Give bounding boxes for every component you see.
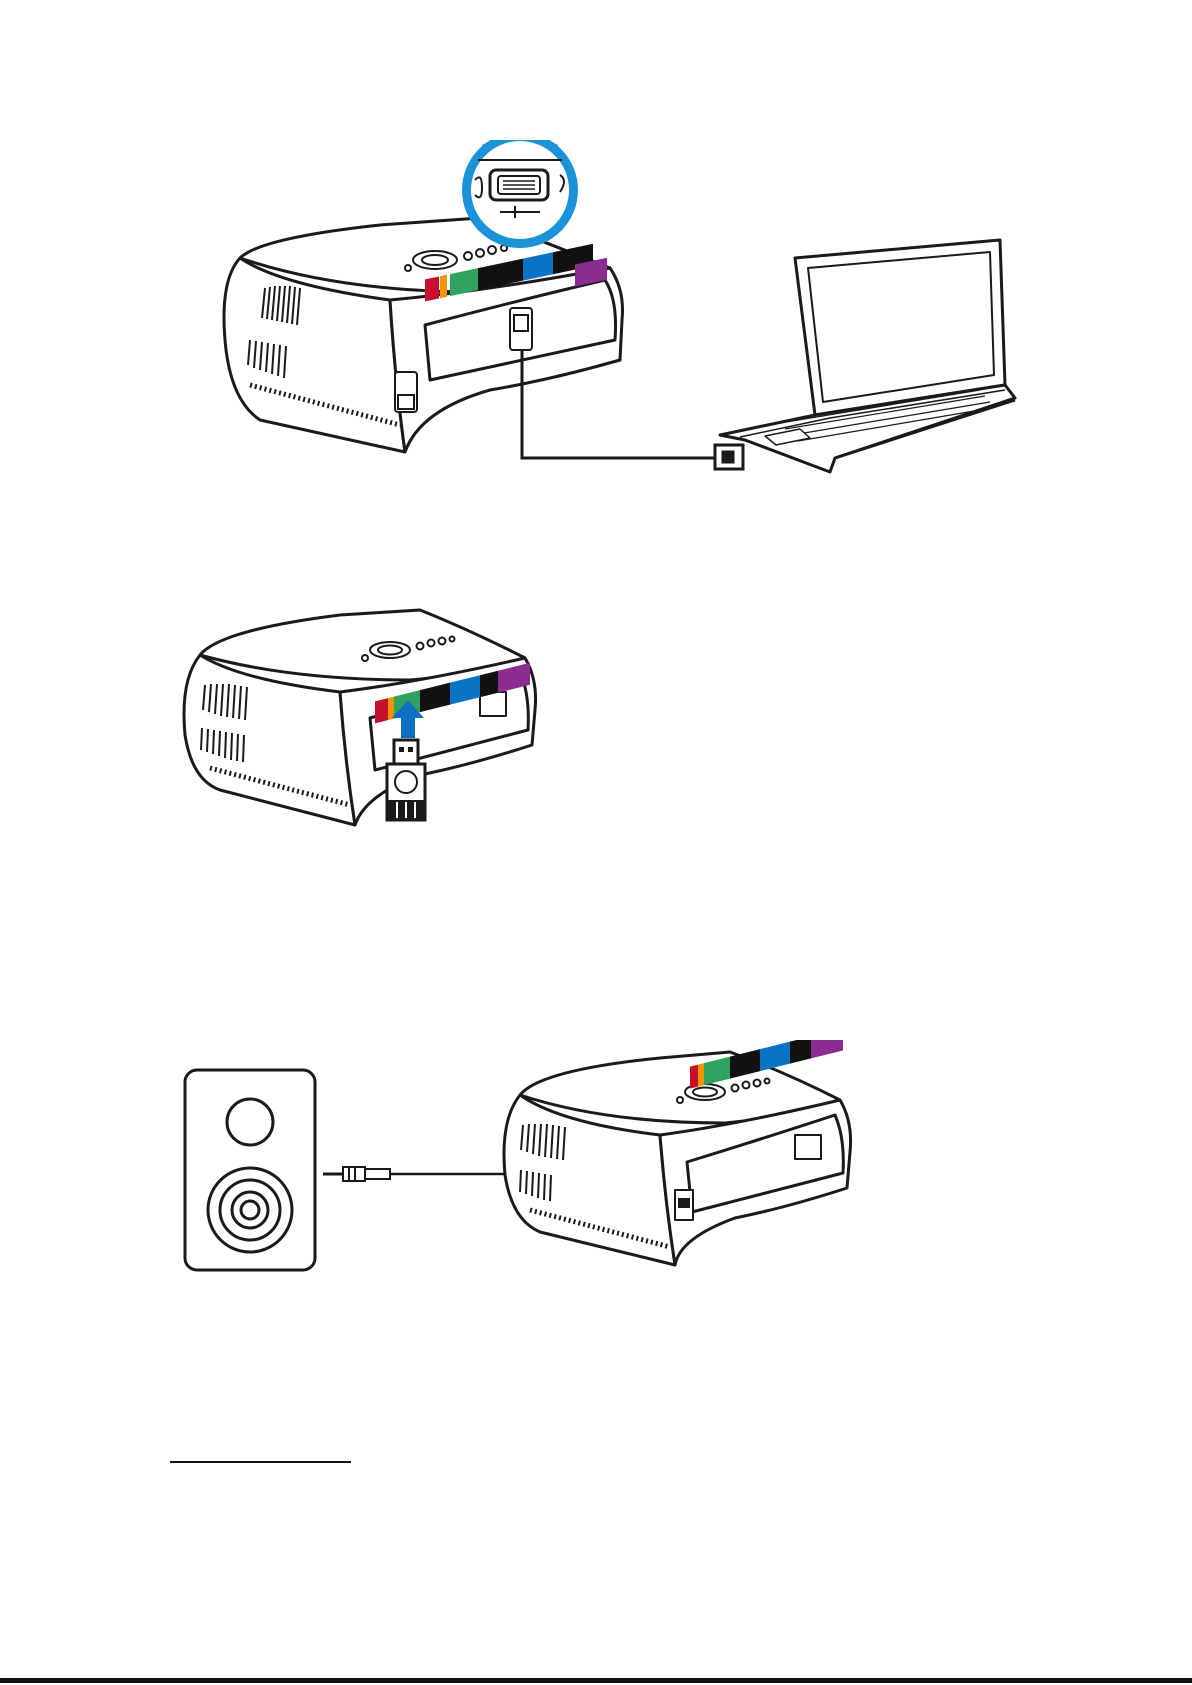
heading-underline [170, 1461, 351, 1463]
projector-icon [504, 1052, 851, 1265]
laptop-icon [720, 240, 1015, 472]
figure-vga-connection [220, 140, 1020, 490]
audio-jack-icon [323, 1167, 390, 1181]
usb-flash-drive-icon [387, 740, 425, 820]
footer-rule [0, 1678, 1192, 1683]
projector-icon [184, 610, 536, 825]
figure-audio-connection [175, 1040, 910, 1285]
speaker-icon [185, 1070, 315, 1270]
figure-usb-connection [180, 600, 580, 870]
